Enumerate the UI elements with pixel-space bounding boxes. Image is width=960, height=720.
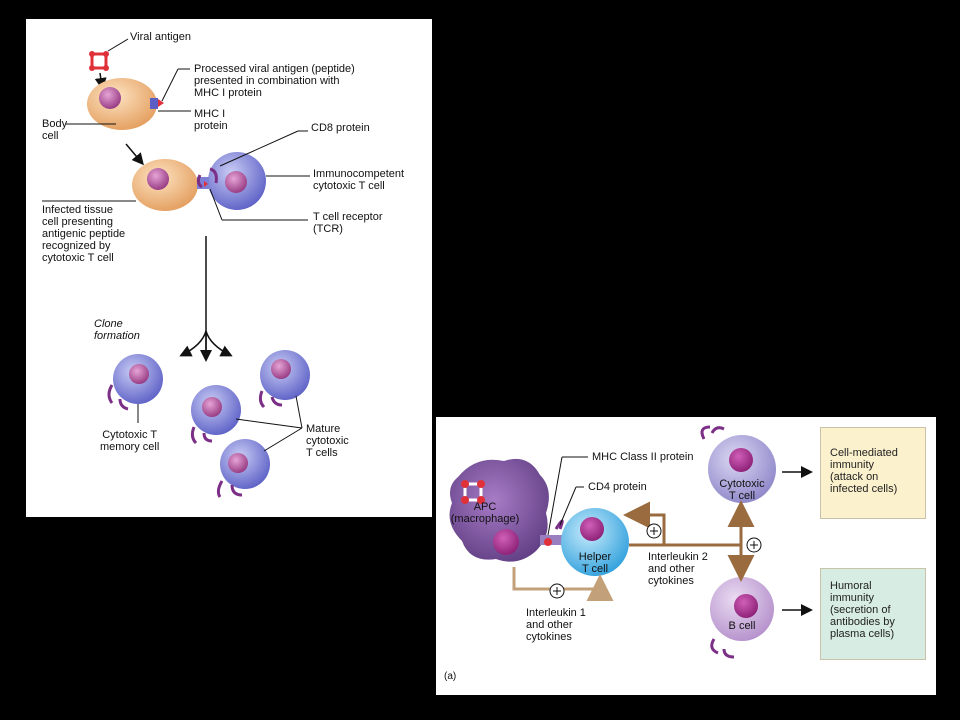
leader-line bbox=[235, 418, 303, 429]
cell-mediated-immunity-box bbox=[820, 427, 926, 519]
plus-circle-interleukin-1 bbox=[549, 583, 565, 599]
label-cd8-protein: CD8 protein bbox=[311, 122, 370, 134]
label-apc: APC (macrophage) bbox=[450, 501, 520, 525]
infected-cell-and-t-cell bbox=[132, 152, 266, 211]
mature-t-cell-1 bbox=[190, 385, 241, 445]
plus-circle-branch bbox=[746, 537, 762, 553]
label-body-cell: Body cell bbox=[42, 118, 68, 142]
right-diagram-graphics bbox=[449, 425, 813, 659]
interleukin-2-feedback-arrow bbox=[623, 501, 666, 545]
viral-antigen-icon bbox=[89, 51, 109, 71]
label-interleukin-2: Interleukin 2 and other cytokines bbox=[648, 551, 708, 587]
label-interleukin-1: Interleukin 1 and other cytokines bbox=[526, 607, 586, 643]
label-mhc-i-protein: MHC I protein bbox=[194, 108, 228, 132]
label-processed-antigen: Processed viral antigen (peptide) presen… bbox=[194, 63, 355, 99]
label-viral-antigen: Viral antigen bbox=[130, 31, 191, 43]
label-cytotoxic-t-cell: Cytotoxic T cell bbox=[719, 478, 765, 502]
helper-t-cell-activation-panel: Cell-mediated immunity (attack on infect… bbox=[436, 417, 936, 695]
leader-line bbox=[263, 427, 303, 452]
antigen-icon bbox=[461, 480, 485, 504]
label-infected-tissue-cell: Infected tissue cell presenting antigeni… bbox=[42, 204, 126, 264]
leader-line bbox=[107, 38, 129, 52]
label-cd4-protein: CD4 protein bbox=[588, 481, 647, 493]
label-tcr: T cell receptor (TCR) bbox=[313, 211, 383, 235]
arrow bbox=[125, 143, 144, 166]
apc-macrophage bbox=[449, 458, 562, 562]
memory-t-cell bbox=[107, 354, 163, 411]
humoral-immunity-box bbox=[820, 568, 926, 660]
leader-line bbox=[209, 188, 223, 221]
label-humoral-immunity: Humoral immunity (secretion of antibodie… bbox=[830, 580, 895, 640]
mature-t-cell-2 bbox=[258, 350, 310, 409]
arrow bbox=[179, 330, 207, 357]
label-mature-cells: Mature cytotoxic T cells bbox=[306, 423, 349, 459]
mature-t-cell-3 bbox=[216, 439, 270, 498]
arrow bbox=[205, 330, 233, 357]
plus-circle-interleukin-2 bbox=[646, 523, 662, 539]
label-b-cell: B cell bbox=[728, 620, 756, 632]
label-panel-a: (a) bbox=[444, 671, 457, 682]
label-clone-formation: Clone formation bbox=[94, 318, 140, 342]
body-cell bbox=[87, 78, 164, 130]
leader-line bbox=[559, 486, 577, 526]
cytotoxic-t-cell bbox=[700, 425, 776, 503]
leader-line bbox=[161, 68, 179, 102]
leader-line bbox=[547, 456, 563, 536]
leader-line bbox=[295, 395, 303, 429]
label-mhc-class-ii: MHC Class II protein bbox=[592, 451, 694, 463]
label-cell-mediated-immunity: Cell-mediated immunity (attack on infect… bbox=[830, 447, 898, 495]
left-diagram-graphics bbox=[42, 38, 310, 498]
label-immunocompetent-t-cell: Immunocompetent cytotoxic T cell bbox=[313, 168, 405, 192]
b-cell bbox=[710, 577, 774, 659]
label-helper-t-cell: Helper T cell bbox=[578, 551, 612, 575]
label-memory-cell: Cytotoxic T memory cell bbox=[100, 429, 160, 453]
leader-line bbox=[219, 130, 299, 167]
cytotoxic-t-cell-activation-panel: Viral antigen Processed viral antigen (p… bbox=[26, 19, 432, 517]
